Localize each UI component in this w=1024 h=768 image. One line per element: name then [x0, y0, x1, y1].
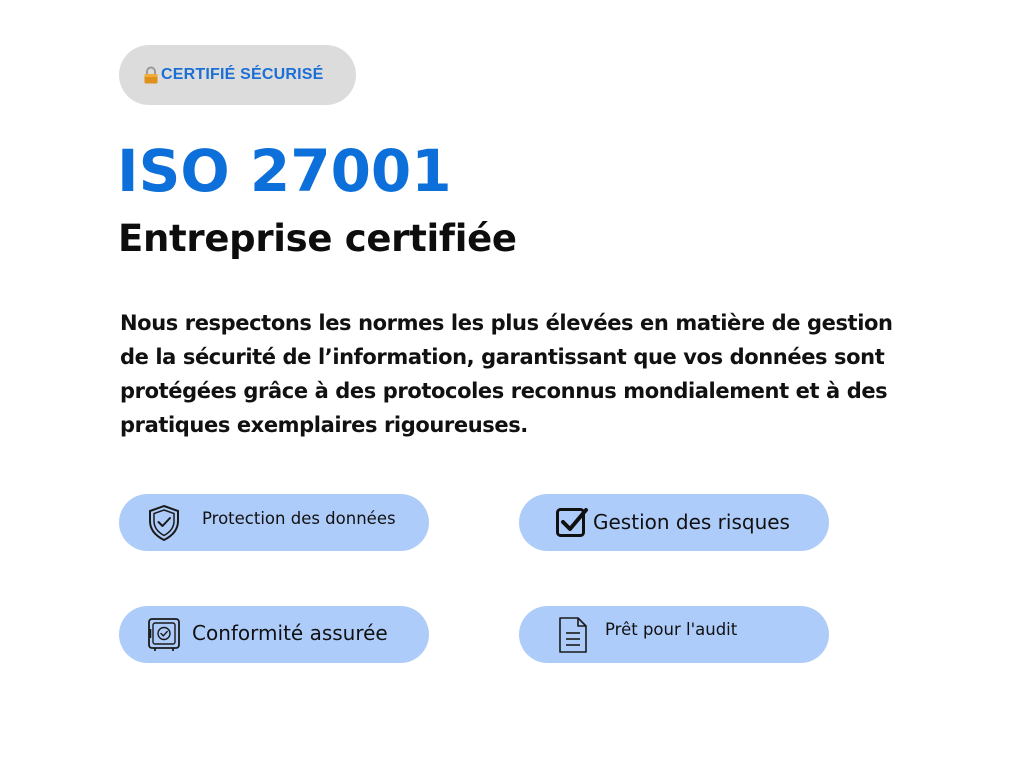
feature-label: Gestion des risques [593, 510, 790, 534]
lock-icon [143, 66, 159, 84]
feature-label: Protection des données [202, 509, 396, 528]
page-title: ISO 27001 [117, 137, 452, 205]
feature-label: Prêt pour l'audit [605, 620, 738, 639]
shield-check-icon [149, 504, 179, 542]
feature-compliance: Conformité assurée [119, 606, 429, 663]
badge-label: CERTIFIÉ SÉCURISÉ [161, 66, 324, 83]
description-text: Nous respectons les normes les plus élev… [120, 311, 893, 437]
certified-badge: CERTIFIÉ SÉCURISÉ [119, 45, 356, 105]
feature-label: Conformité assurée [192, 621, 388, 645]
page-subtitle: Entreprise certifiée [118, 217, 517, 260]
feature-audit-ready: Prêt pour l'audit [519, 606, 829, 663]
feature-data-protection: Protection des données [119, 494, 429, 551]
safe-icon [148, 618, 180, 651]
checkbox-icon [556, 508, 588, 537]
document-icon [559, 617, 587, 653]
feature-risk-management: Gestion des risques [519, 494, 829, 551]
